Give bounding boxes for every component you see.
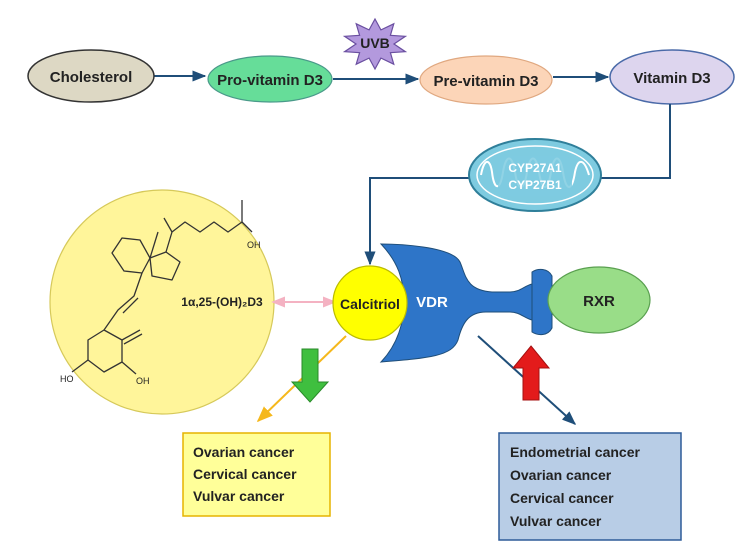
increased-cancer-item: Cervical cancer [510,490,614,506]
cyp27b1-label: CYP27B1 [508,178,562,192]
oh-top-label: OH [247,240,261,250]
connector-vitamin-d3-to-mito [600,104,671,179]
decreased-cancer-item: Ovarian cancer [193,444,295,460]
decreased-cancer-item: Cervical cancer [193,466,297,482]
cholesterol-node: Cholesterol [27,49,155,103]
previtamin-d3-node: Pre-vitamin D3 [419,55,553,105]
mitochondrion-icon: CYP27A1 CYP27B1 [468,138,602,212]
cholesterol-label: Cholesterol [50,69,133,86]
calcitriol-node: Calcitriol [332,265,408,341]
molecule-name-label: 1α,25-(OH)₂D3 [181,295,263,309]
arrow-mito-to-calcitriol [364,177,470,266]
vitamin-d3-label: Vitamin D3 [633,70,710,87]
previtamin-d3-label: Pre-vitamin D3 [433,73,538,90]
down-arrow-icon [290,348,330,403]
increased-cancer-item: Ovarian cancer [510,467,612,483]
uvb-label: UVB [360,35,390,51]
vdr-label: VDR [416,294,448,311]
decreased-cancer-item: Vulvar cancer [193,488,285,504]
rxr-node: RXR [547,266,651,334]
oh-right-label: OH [136,376,150,386]
calcitriol-label: Calcitriol [340,296,400,312]
oh-left-label: HO [60,374,74,384]
cyp27a1-label: CYP27A1 [508,161,562,175]
calcitriol-molecule-structure: OH HO OH 1α,25-(OH)₂D3 [49,189,275,415]
vdr-receptor: VDR [379,243,553,363]
uvb-burst: UVB [342,17,408,71]
decreased-cancers-box: Ovarian cancer Cervical cancer Vulvar ca… [182,432,331,517]
vitamin-d3-node: Vitamin D3 [609,49,735,105]
provitamin-d3-label: Pro-vitamin D3 [217,72,323,89]
provitamin-d3-node: Pro-vitamin D3 [207,55,333,103]
up-arrow-icon [511,345,551,401]
increased-cancers-box: Endometrial cancer Ovarian cancer Cervic… [498,432,682,541]
increased-cancer-item: Endometrial cancer [510,444,640,460]
increased-cancer-item: Vulvar cancer [510,513,602,529]
rxr-label: RXR [583,293,615,310]
